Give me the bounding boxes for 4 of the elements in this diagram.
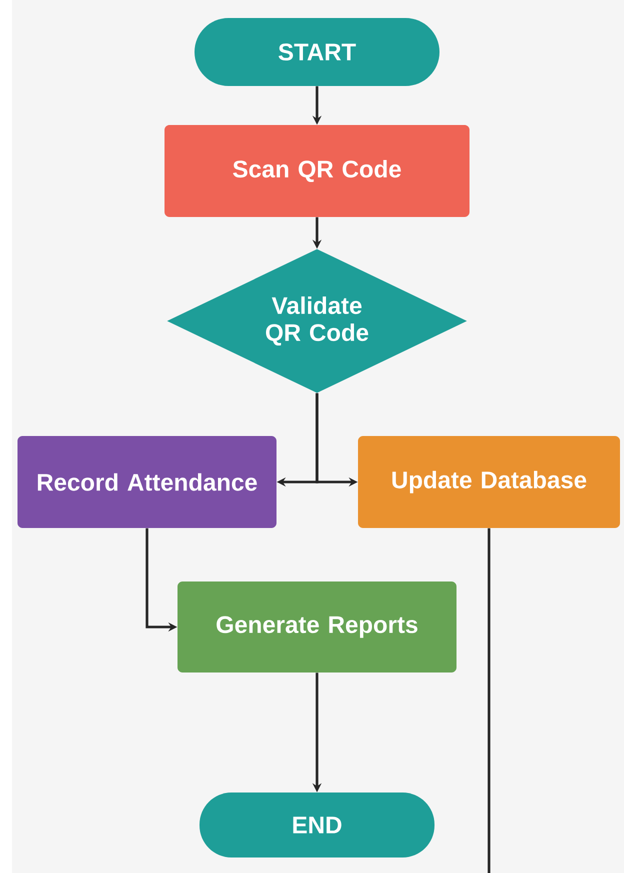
process-box: Generate Reports xyxy=(178,582,456,672)
process-box: Record Attendance xyxy=(18,436,276,528)
process-box: Scan QR Code xyxy=(164,125,470,217)
process-box: Update Database xyxy=(358,436,620,528)
